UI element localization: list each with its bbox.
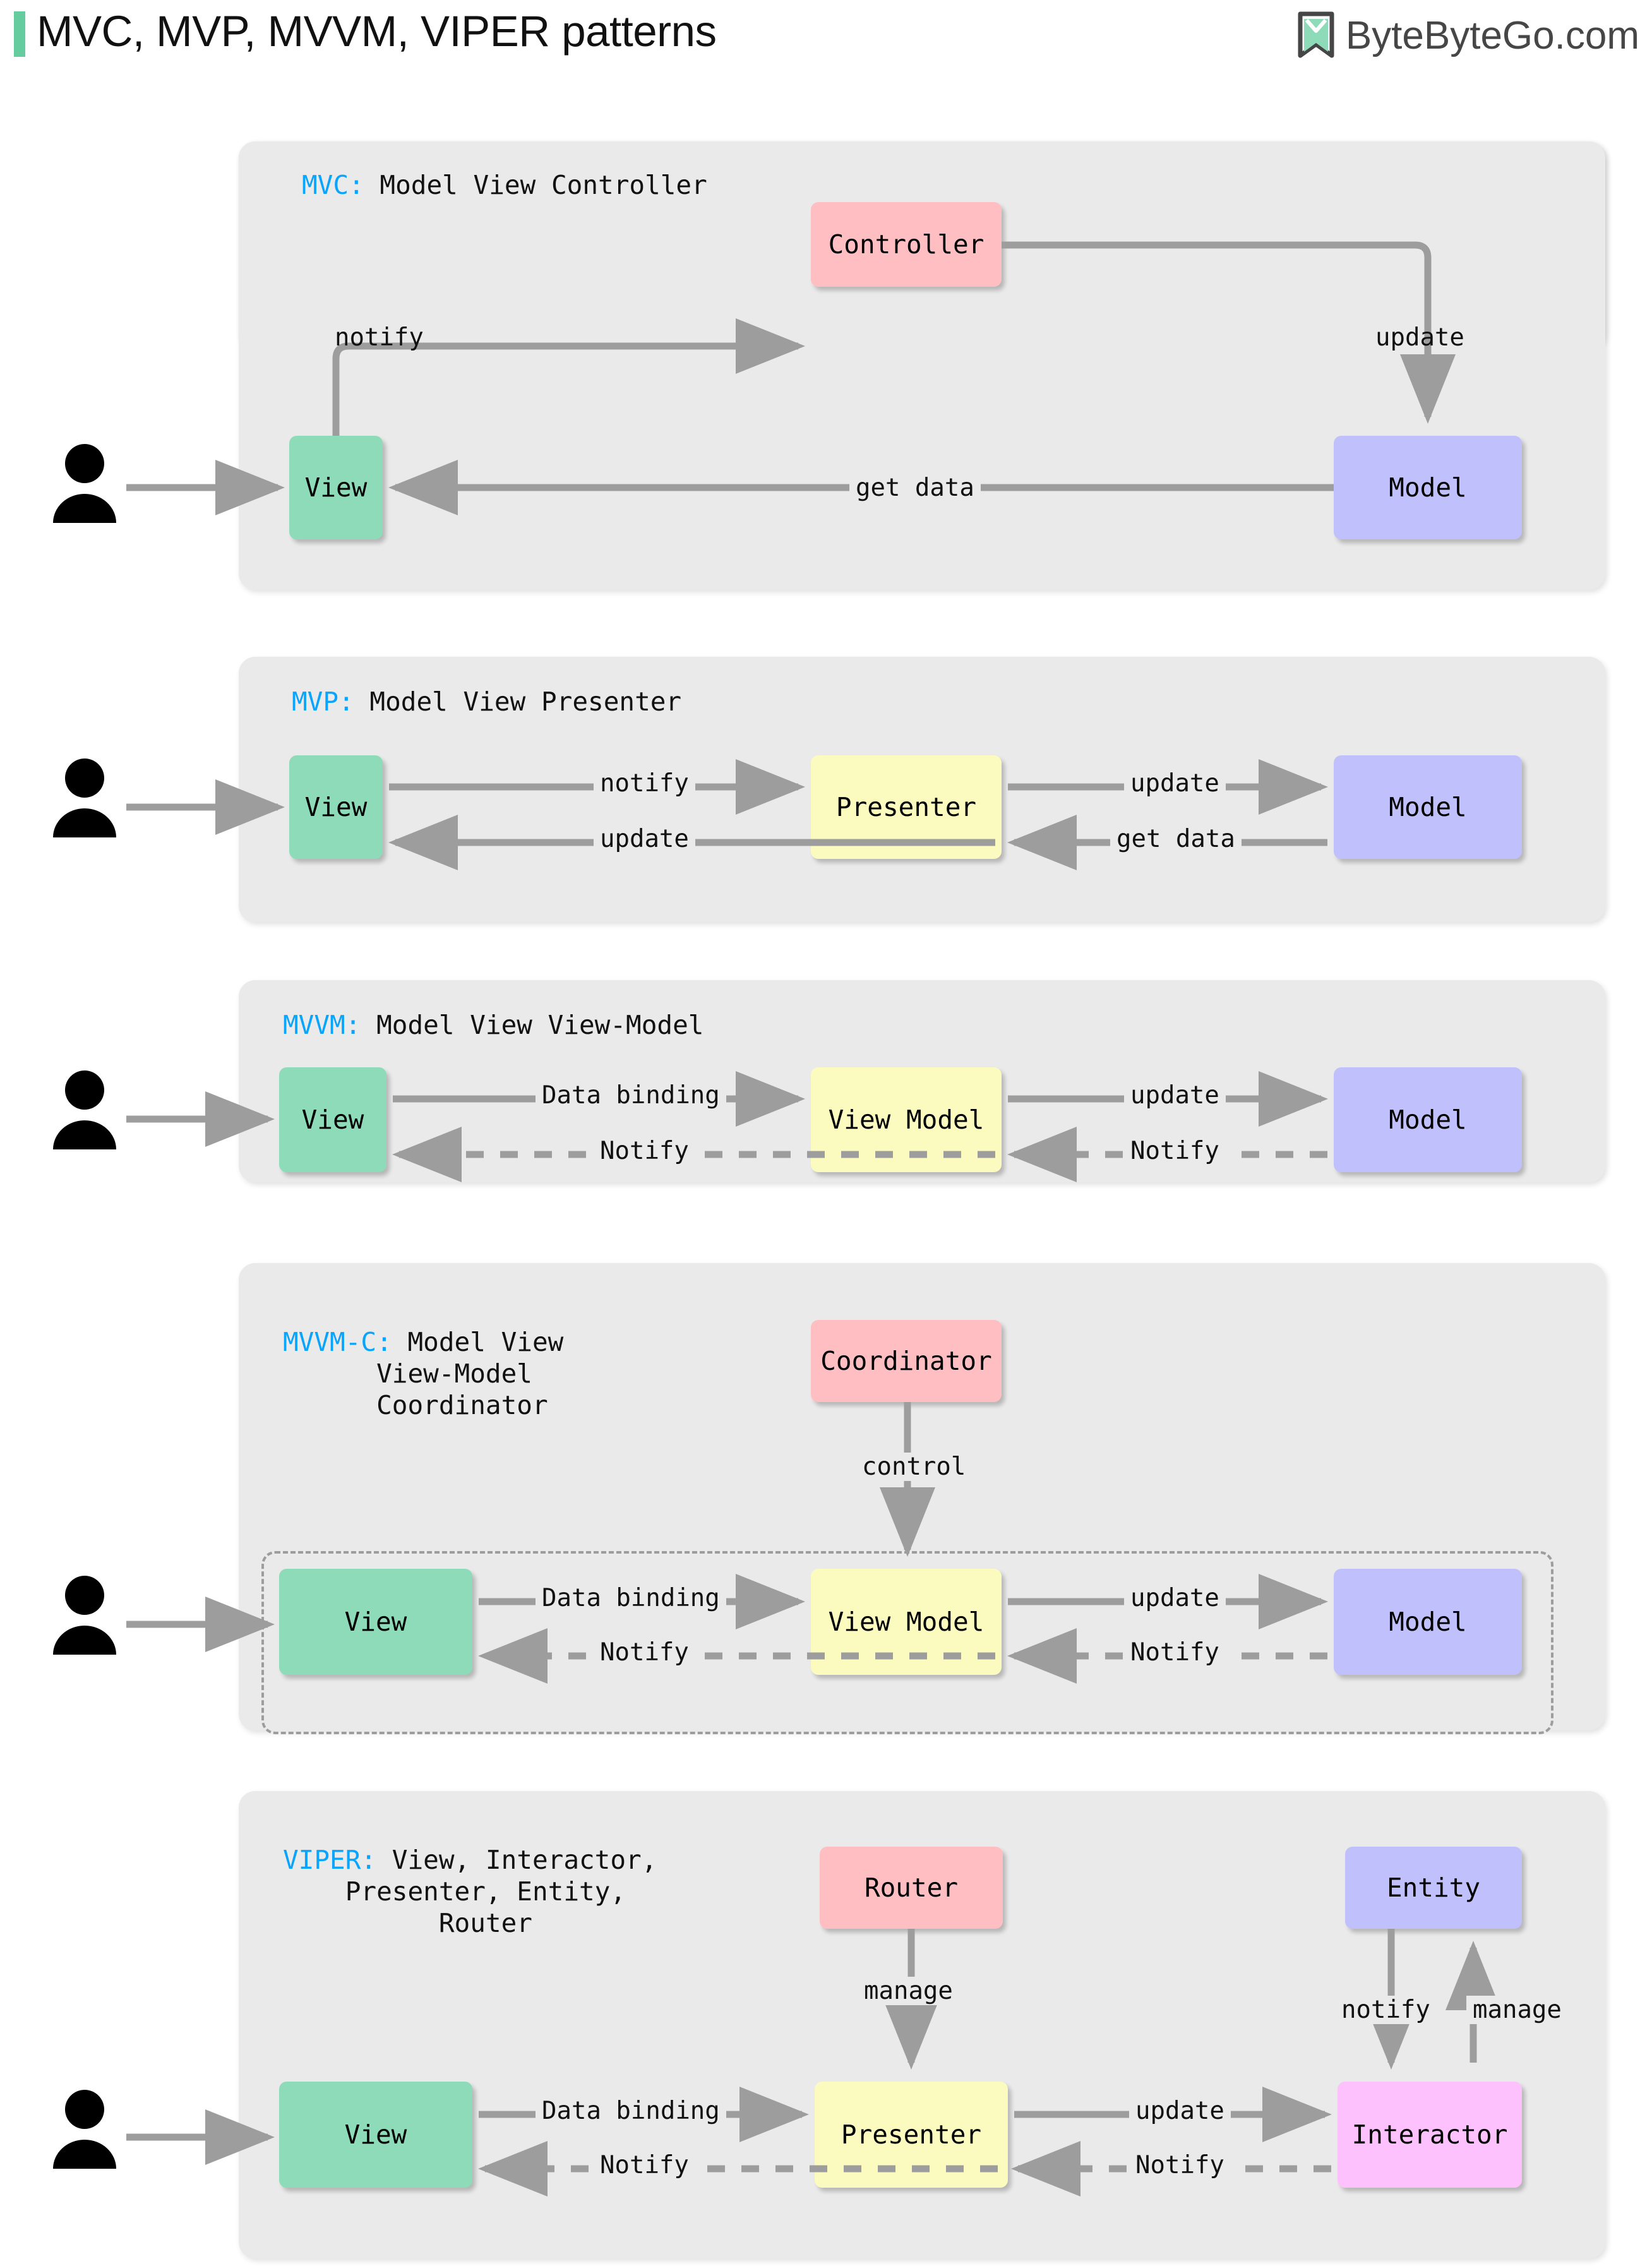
mvvmc-viewmodel-label: View Model (828, 1607, 985, 1637)
panel-mvc-title: MVC: Model View Controller (302, 169, 707, 201)
panel-mvp-title: MVP: Model View Presenter (292, 686, 681, 717)
mvc-controller-node[interactable]: Controller (811, 202, 1002, 287)
viper-notify-left-label: Notify (594, 2151, 695, 2179)
mvvmc-viewmodel-node[interactable]: View Model (811, 1569, 1002, 1675)
panel-mvc-title-rest: Model View Controller (364, 170, 707, 200)
page-title: MVC, MVP, MVVM, VIPER patterns (37, 7, 717, 56)
mvc-update-label: update (1375, 323, 1464, 352)
mvvmc-notify-right-label: Notify (1124, 1638, 1226, 1667)
viper-router-node[interactable]: Router (820, 1847, 1003, 1929)
mvvm-notify-right-label: Notify (1124, 1137, 1226, 1165)
mvp-view-node[interactable]: View (289, 755, 383, 859)
mvp-presenter-node[interactable]: Presenter (811, 755, 1002, 859)
panel-mvc-title-key: MVC: (302, 170, 364, 200)
viper-interactor-node[interactable]: Interactor (1338, 2082, 1522, 2188)
viper-databinding-label: Data binding (536, 2097, 726, 2125)
mvc-controller-label: Controller (828, 229, 985, 260)
mvc-model-label: Model (1389, 472, 1467, 503)
mvp-update-left-label: update (594, 825, 695, 853)
mvvmc-coordinator-label: Coordinator (820, 1346, 992, 1376)
mvp-update-right-label: update (1124, 769, 1226, 798)
viper-view-label: View (344, 2119, 407, 2150)
mvvmc-model-label: Model (1389, 1607, 1467, 1637)
mvvm-viewmodel-node[interactable]: View Model (811, 1067, 1002, 1172)
panel-mvvmc-title-rest: Model View View-Model Coordinator (376, 1327, 564, 1421)
viper-view-node[interactable]: View (279, 2082, 472, 2188)
viper-update-label: update (1129, 2097, 1231, 2125)
user-actor-icon (53, 2090, 116, 2169)
mvvmc-notify-left-label: Notify (594, 1638, 695, 1667)
viper-manage-entity-label: manage (1466, 1996, 1568, 2024)
mvvmc-databinding-label: Data binding (536, 1584, 726, 1612)
panel-viper-title-rest: View, Interactor, Presenter, Entity, Rou… (345, 1845, 657, 1939)
panel-mvvmc-title: MVVM-C: Model View View-Model Coordinato… (283, 1326, 563, 1421)
user-actor-icon (53, 758, 116, 837)
panel-mvvm-title-rest: Model View View-Model (361, 1010, 704, 1040)
user-actor-icon (53, 1576, 116, 1655)
mvc-view-label: View (304, 472, 368, 503)
viper-presenter-node[interactable]: Presenter (815, 2082, 1008, 2188)
panel-mvp-title-key: MVP: (292, 686, 354, 717)
mvc-getdata-label: get data (849, 474, 981, 502)
mvvm-view-label: View (301, 1105, 364, 1135)
mvvmc-control-label: control (856, 1453, 973, 1481)
mvvmc-update-label: update (1124, 1584, 1226, 1612)
mvp-notify-label: notify (594, 769, 695, 798)
mvp-getdata-label: get data (1110, 825, 1242, 853)
viper-router-label: Router (864, 1873, 959, 1903)
mvvm-viewmodel-label: View Model (828, 1105, 985, 1135)
title-accent-bar (14, 11, 25, 57)
viper-presenter-label: Presenter (841, 2119, 982, 2150)
mvvm-model-label: Model (1389, 1105, 1467, 1135)
viper-interactor-label: Interactor (1351, 2119, 1508, 2150)
user-actor-icon (53, 444, 116, 523)
page-header: MVC, MVP, MVVM, VIPER patterns ByteByteG… (0, 0, 1652, 88)
user-actor-icon (53, 1070, 116, 1149)
viper-manage-router-label: manage (858, 1977, 959, 2005)
mvc-view-node[interactable]: View (289, 436, 383, 539)
panel-viper-title: VIPER: View, Interactor, Presenter, Enti… (283, 1844, 657, 1939)
viper-notify-entity-label: notify (1335, 1996, 1437, 2024)
panel-mvvmc-title-key: MVVM-C: (283, 1327, 392, 1357)
viper-notify-right-label: Notify (1129, 2151, 1231, 2179)
mvp-presenter-label: Presenter (835, 792, 977, 822)
mvvm-notify-left-label: Notify (594, 1137, 695, 1165)
panel-viper-title-key: VIPER: (283, 1845, 377, 1875)
mvp-model-node[interactable]: Model (1334, 755, 1522, 859)
viper-entity-label: Entity (1386, 1873, 1481, 1903)
mvvmc-coordinator-node[interactable]: Coordinator (811, 1320, 1002, 1402)
mvvm-model-node[interactable]: Model (1334, 1067, 1522, 1172)
viper-entity-node[interactable]: Entity (1345, 1847, 1522, 1929)
mvc-notify-label: notify (335, 323, 424, 352)
bytebytego-bookmark-icon (1298, 11, 1334, 58)
mvvm-update-label: update (1124, 1081, 1226, 1110)
mvp-model-label: Model (1389, 792, 1467, 822)
mvvm-view-node[interactable]: View (279, 1067, 386, 1172)
panel-mvvm-title-key: MVVM: (283, 1010, 361, 1040)
mvvmc-model-node[interactable]: Model (1334, 1569, 1522, 1675)
panel-mvvm-title: MVVM: Model View View-Model (283, 1009, 703, 1041)
mvp-view-label: View (304, 792, 368, 822)
mvvmc-view-node[interactable]: View (279, 1569, 472, 1675)
panel-mvp-title-rest: Model View Presenter (354, 686, 682, 717)
brand-name: ByteByteGo.com (1345, 13, 1639, 57)
mvvmc-view-label: View (344, 1607, 407, 1637)
brand-logo: ByteByteGo.com (1296, 11, 1639, 59)
mvc-model-node[interactable]: Model (1334, 436, 1522, 539)
mvvm-databinding-label: Data binding (536, 1081, 726, 1110)
